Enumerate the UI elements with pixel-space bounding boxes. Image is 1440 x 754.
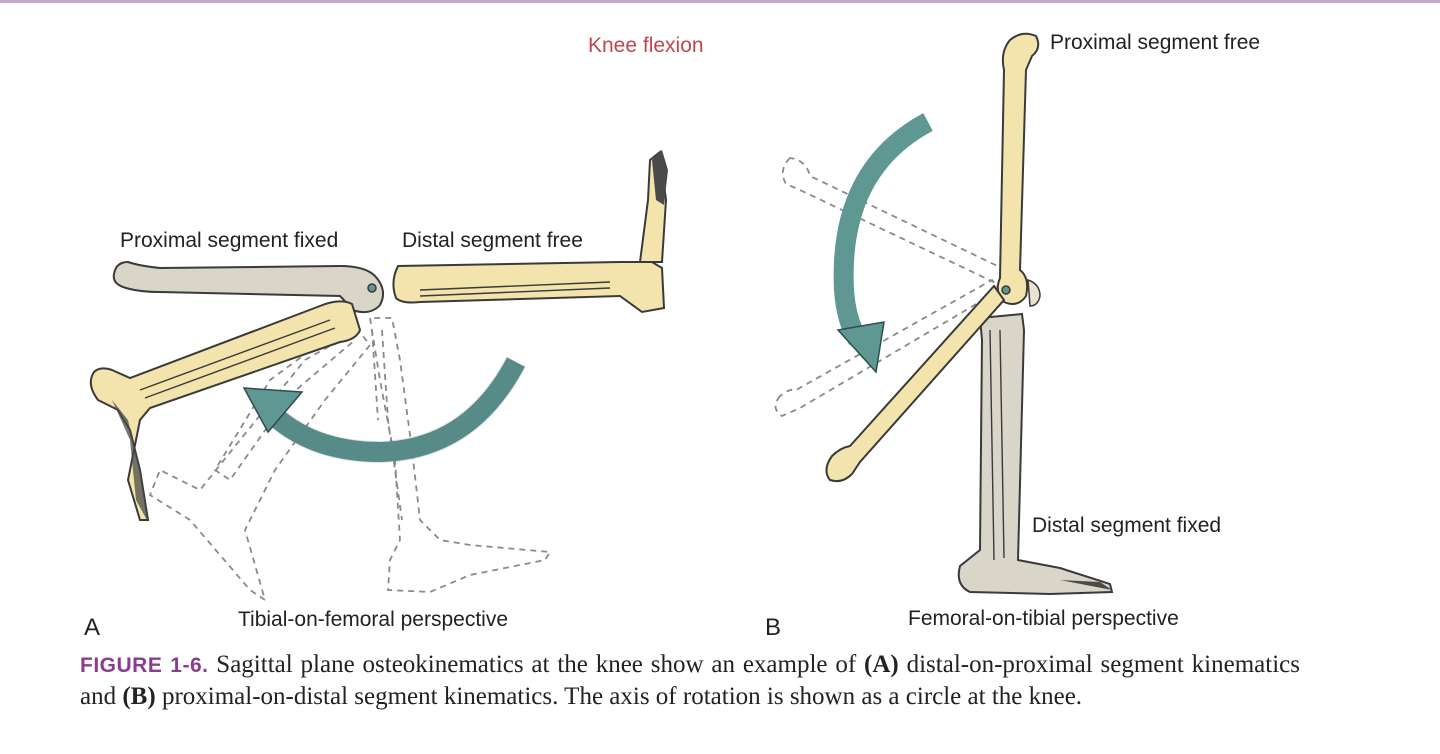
panel-b-proximal-label: Proximal segment free — [1050, 31, 1261, 54]
diagram-title: Knee flexion — [588, 34, 704, 57]
panel-a-leg-extended — [392, 150, 668, 314]
panel-b-illustration — [774, 32, 1114, 596]
panel-a-letter: A — [84, 614, 101, 641]
panel-b-letter: B — [765, 614, 782, 641]
knee-diagram — [89, 32, 1114, 603]
caption-a-marker: (A) — [864, 651, 899, 678]
panel-a-perspective: Tibial-on-femoral perspective — [238, 608, 508, 631]
figure-number: FIGURE 1-6. — [80, 654, 209, 677]
panel-a-distal-label: Distal segment free — [402, 229, 583, 252]
panel-b-femur-flexed — [825, 284, 1006, 483]
caption-text-3: proximal-on-distal segment kinematics. T… — [155, 683, 1083, 710]
panel-a-leg-flexed — [89, 300, 362, 522]
caption-b-marker: (B) — [122, 683, 156, 710]
panel-a-proximal-label: Proximal segment fixed — [120, 229, 339, 252]
figure-caption: FIGURE 1-6. Sagittal plane osteokinemati… — [80, 649, 1300, 712]
caption-text-1: Sagittal plane osteokinematics at the kn… — [208, 651, 865, 678]
panel-b-perspective: Femoral-on-tibial perspective — [908, 607, 1179, 630]
panel-a-rotation-arrow — [242, 356, 526, 464]
panel-b-femur-vertical — [996, 32, 1041, 307]
top-border — [0, 0, 1440, 3]
panel-b-rotation-arrow — [833, 113, 933, 374]
panel-b-distal-label: Distal segment fixed — [1032, 514, 1222, 537]
panel-b-ghost-femurs — [774, 157, 1012, 418]
caption-text-2: distal-on-proximal segment kinematics an… — [80, 651, 1300, 710]
panel-b-tibia — [957, 312, 1114, 596]
panel-a-ghost-legs — [148, 317, 552, 603]
panel-a-illustration — [89, 150, 668, 603]
